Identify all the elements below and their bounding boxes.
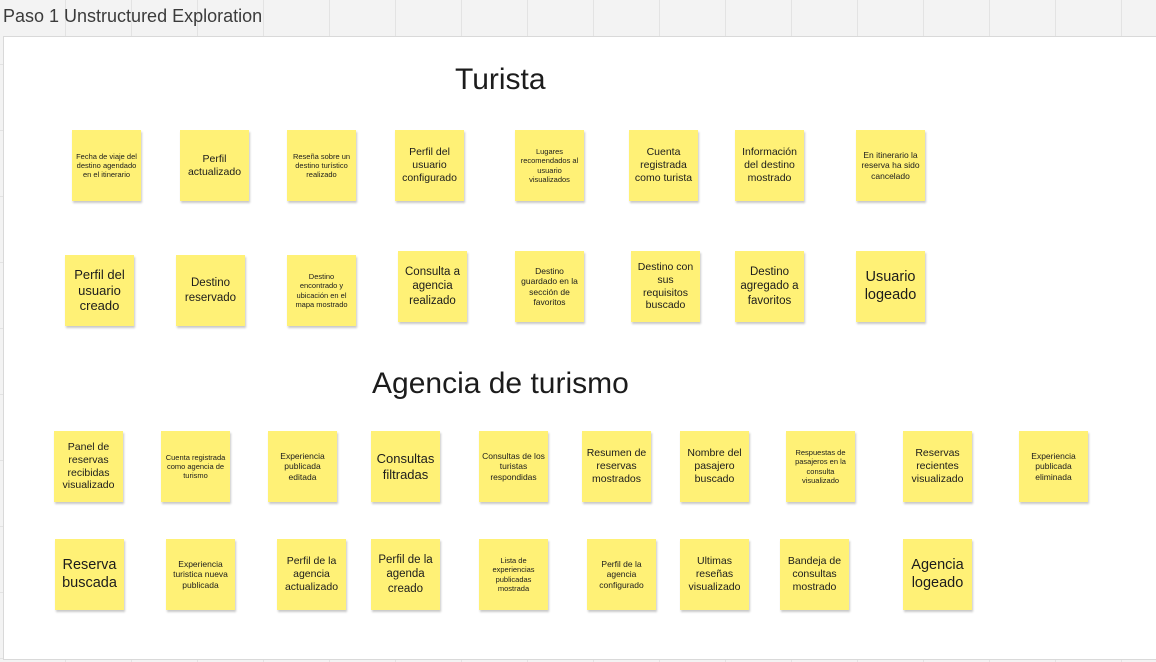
sticky-text: Destino agregado a favoritos [740,266,799,307]
section-title-turista: Turista [455,63,546,96]
sticky-note[interactable]: Consultas filtradas [371,431,440,502]
sticky-text: Ultimas reseñas visualizado [688,555,741,593]
sticky-note[interactable]: Experiencia turistica nueva publicada [166,539,235,610]
sticky-text: Información del destino mostrado [742,146,797,184]
sticky-note[interactable]: Perfil del usuario creado [65,255,134,326]
sticky-note[interactable]: Perfil de la agencia actualizado [277,539,346,610]
sticky-text: Consulta a agencia realizado [405,266,460,307]
sticky-note[interactable]: Ultimas reseñas visualizado [680,539,749,610]
sticky-note[interactable]: Información del destino mostrado [735,130,804,201]
sticky-note[interactable]: Agencia logeado [903,539,972,610]
sticky-note[interactable]: Panel de reservas recibidas visualizado [54,431,123,502]
sticky-text: Bandeja de consultas mostrado [787,555,842,593]
sticky-note[interactable]: Destino reservado [176,255,245,326]
sticky-text: Perfil de la agencia configurado [599,558,644,590]
sticky-note[interactable]: Perfil actualizado [180,130,249,201]
sticky-note[interactable]: Lista de experiencias publicadas mostrad… [479,539,548,610]
sticky-note[interactable]: Experiencia publicada eliminada [1019,431,1088,502]
sticky-note[interactable]: Consulta a agencia realizado [398,251,467,322]
sticky-text: Resumen de reservas mostrados [586,447,647,485]
sticky-text: Cuenta registrada como agencia de turism… [165,452,226,481]
sticky-note[interactable]: Reservas recientes visualizado [903,431,972,502]
sticky-text: Perfil de la agencia actualizado [284,555,339,593]
sticky-text: Respuestas de pasajeros en la consulta v… [795,448,846,485]
sticky-note[interactable]: Perfil del usuario configurado [395,130,464,201]
sticky-text: En itinerario la reserva ha sido cancela… [861,149,920,181]
sticky-note[interactable]: Destino agregado a favoritos [735,251,804,322]
sticky-note[interactable]: Reseña sobre un destino turístico realiz… [287,130,356,201]
sticky-text: Experiencia publicada eliminada [1031,450,1076,482]
sticky-text: Destino guardado en la sección de favori… [521,265,578,307]
sticky-text: Experiencia turistica nueva publicada [173,558,228,590]
sticky-text: Nombre del pasajero buscado [687,447,742,485]
sticky-note[interactable]: Bandeja de consultas mostrado [780,539,849,610]
sticky-text: Destino reservado [184,277,237,304]
sticky-text: Experiencia publicada editada [280,450,325,482]
sticky-note[interactable]: Consultas de los turistas respondidas [479,431,548,502]
sticky-text: Perfil del usuario configurado [402,146,457,184]
sticky-text: Perfil actualizado [187,152,242,178]
sticky-text: Perfil del usuario creado [74,266,125,314]
sticky-note[interactable]: Reserva buscada [55,539,124,610]
sticky-text: Reseña sobre un destino turístico realiz… [292,151,351,180]
sticky-note[interactable]: Resumen de reservas mostrados [582,431,651,502]
sticky-note[interactable]: Nombre del pasajero buscado [680,431,749,502]
sticky-text: Destino encontrado y ubicación en el map… [295,272,348,309]
sticky-note[interactable]: Respuestas de pasajeros en la consulta v… [786,431,855,502]
sticky-text: Cuenta registrada como turista [634,146,693,184]
sticky-note[interactable]: Destino con sus requisitos buscado [631,251,700,322]
sticky-text: Panel de reservas recibidas visualizado [62,440,115,492]
sticky-text: Consultas filtradas [376,450,435,482]
sticky-text: Reservas recientes visualizado [911,447,964,485]
sticky-note[interactable]: Cuenta registrada como turista [629,130,698,201]
section-title-agencia: Agencia de turismo [372,367,629,400]
sticky-note[interactable]: Cuenta registrada como agencia de turism… [161,431,230,502]
sticky-text: Fecha de viaje del destino agendado en e… [76,151,137,180]
sticky-text: Perfil de la agenda creado [378,554,433,595]
frame-title[interactable]: Paso 1 Unstructured Exploration [3,6,263,26]
sticky-note[interactable]: Experiencia publicada editada [268,431,337,502]
sticky-text: Usuario logeado [864,268,917,303]
sticky-note[interactable]: En itinerario la reserva ha sido cancela… [856,130,925,201]
sticky-text: Consultas de los turistas respondidas [482,450,545,482]
sticky-note[interactable]: Perfil de la agenda creado [371,539,440,610]
sticky-note[interactable]: Fecha de viaje del destino agendado en e… [72,130,141,201]
sticky-note[interactable]: Destino guardado en la sección de favori… [515,251,584,322]
sticky-text: Lugares recomendados al usuario visualiz… [520,147,579,184]
sticky-text: Lista de experiencias publicadas mostrad… [492,556,535,593]
sticky-text: Destino con sus requisitos buscado [637,260,694,312]
sticky-note[interactable]: Destino encontrado y ubicación en el map… [287,255,356,326]
sticky-note[interactable]: Usuario logeado [856,251,925,322]
sticky-text: Reserva buscada [62,556,117,591]
sticky-note[interactable]: Perfil de la agencia configurado [587,539,656,610]
sticky-text: Agencia logeado [911,556,964,591]
sticky-note[interactable]: Lugares recomendados al usuario visualiz… [515,130,584,201]
